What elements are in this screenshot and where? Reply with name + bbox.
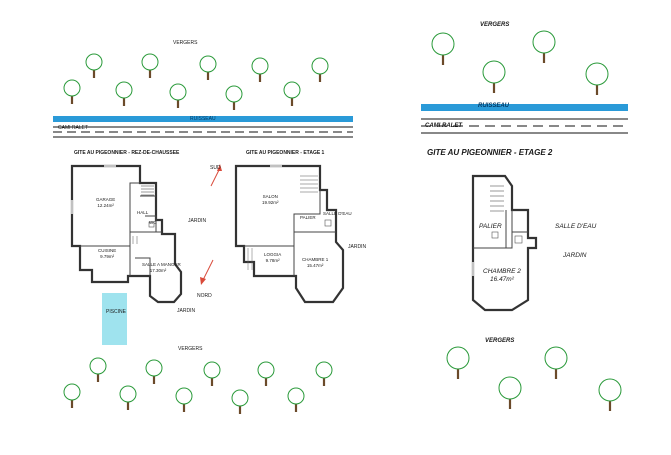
salle-a-manger-area: 17.30m² [149, 268, 167, 273]
tree [257, 361, 275, 386]
stream-left [53, 116, 353, 122]
left-road-label: CAMI RALET [58, 125, 89, 131]
compass-nord-arrow [200, 259, 214, 285]
tree [498, 376, 522, 409]
jardin-label-3: JARDIN [177, 308, 196, 314]
pool [102, 293, 127, 345]
orchard-trees [63, 30, 622, 414]
tree [225, 85, 243, 110]
right-stream-label: RUISSEAU [478, 103, 510, 109]
left-bottom-orchard-label: VERGERS [178, 346, 203, 352]
tree [431, 32, 455, 65]
tree [283, 81, 301, 106]
tree [532, 30, 556, 63]
floor2-plan [471, 174, 538, 312]
palier-2-label: PALIER [479, 223, 502, 230]
tree [482, 60, 506, 93]
floor1-title: GITE AU PIGEONNIER - ETAGE 1 [246, 150, 325, 156]
tree [598, 378, 622, 411]
salle-eau-2-label: SALLE D'EAU [555, 223, 597, 230]
chambre-2-name: CHAMBRE 2 [483, 268, 521, 275]
tree [544, 346, 568, 379]
chambre-1-name: CHAMBRE 1 [302, 257, 329, 262]
tree [446, 346, 470, 379]
loggia-label: LOGGIA 9.78m² [264, 252, 281, 264]
tree [63, 79, 81, 104]
salle-a-manger-name: SALLE A MANGER [142, 262, 181, 267]
cuisine-name: CUISINE [98, 248, 117, 253]
tree [89, 357, 107, 382]
tree [231, 389, 249, 414]
left-top-orchard-label: VERGERS [173, 40, 198, 46]
hall-label: HALL [137, 210, 149, 215]
tree [115, 81, 133, 106]
jardin-label-2: JARDIN [348, 244, 367, 250]
right-bottom-orchard-label: VERGERS [485, 338, 515, 344]
palier-1-label: PALIER [300, 215, 316, 220]
chambre-1-area: 15.47m² [306, 263, 324, 268]
ground-floor-title: GITE AU PIGEONNIER - REZ-DE-CHAUSSEE [74, 150, 180, 156]
sud-label: SUD [210, 165, 221, 171]
tree [145, 359, 163, 384]
jardin-label-1: JARDIN [188, 218, 207, 224]
wc-label: WC [149, 220, 157, 225]
tree [585, 62, 609, 95]
jardin-right-label: JARDIN [563, 252, 587, 259]
garage-area: 12.24m² [97, 203, 114, 208]
tree [119, 385, 137, 410]
tree [315, 361, 333, 386]
garage-label: GARAGE 12.24m² [96, 197, 115, 209]
salon-label: SALON 19.92m² [262, 194, 279, 206]
floor1-plan [234, 164, 345, 304]
garage-name: GARAGE [96, 197, 116, 202]
salon-name: SALON [262, 194, 278, 199]
chambre-2-label: CHAMBRE 2 16.47m² [483, 268, 521, 284]
pool-label: PISCINE [106, 309, 127, 315]
salle-a-manger-label: SALLE A MANGER 17.30m² [142, 262, 181, 274]
cuisine-area: 9.79m² [100, 254, 115, 259]
right-road-label: CAMI RALET [425, 123, 462, 129]
tree [141, 53, 159, 78]
stream-right [421, 104, 628, 111]
salle-eau-1-label: SALLE D'EAU [323, 211, 352, 216]
chambre-1-label: CHAMBRE 1 15.47m² [302, 257, 328, 269]
loggia-name: LOGGIA [264, 252, 282, 257]
tree [287, 387, 305, 412]
compass-sud-arrow [210, 164, 222, 187]
tree [199, 55, 217, 80]
tree [311, 57, 329, 82]
right-top-orchard-label: VERGERS [480, 22, 510, 28]
tree [85, 53, 103, 78]
floor2-title: GITE AU PIGEONNIER - ETAGE 2 [427, 148, 553, 157]
ground-floor-plan [70, 164, 183, 304]
nord-label: NORD [197, 293, 212, 299]
loggia-area: 9.78m² [265, 258, 280, 263]
tree [203, 361, 221, 386]
chambre-2-area: 16.47m² [490, 276, 514, 283]
tree [175, 387, 193, 412]
tree [251, 57, 269, 82]
left-stream-label: RUISSEAU [190, 116, 216, 122]
cuisine-label: CUISINE 9.79m² [98, 248, 116, 260]
salon-area: 19.92m² [262, 200, 279, 205]
tree [63, 383, 81, 408]
tree [169, 83, 187, 108]
